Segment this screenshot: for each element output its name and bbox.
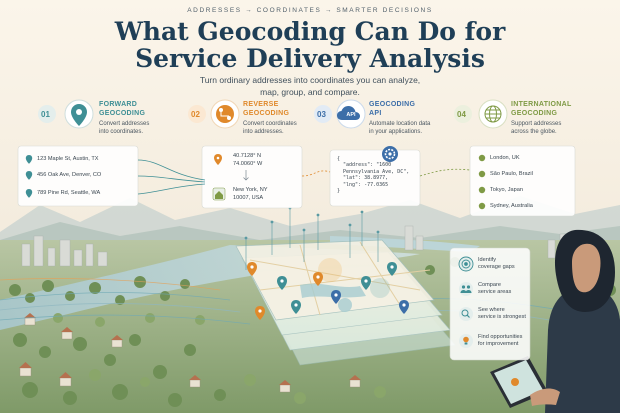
step-title: GEOCODING <box>243 110 290 117</box>
api-icon-label: API <box>346 112 356 118</box>
code-line: { <box>337 156 341 162</box>
benefit-line: Compare <box>478 282 502 288</box>
location-item: London, UK <box>490 155 520 161</box>
latitude-value: 40.7128° N <box>233 153 262 159</box>
step-description: across the globe. <box>511 129 557 135</box>
location-item: Sydney, Australia <box>490 203 533 209</box>
benefit-line: service areas <box>478 289 512 295</box>
map-pin-icon <box>71 104 87 126</box>
benefit-line: See where <box>478 307 505 313</box>
lightbulb-icon <box>459 334 473 348</box>
benefit-line: coverage gaps <box>478 264 515 270</box>
step-title: REVERSE <box>243 101 279 108</box>
step-number: 02 <box>191 110 200 119</box>
step-number: 03 <box>317 110 326 119</box>
step-description: Convert addresses <box>99 121 150 127</box>
step-description: Automate location data <box>369 121 431 127</box>
zip-value: 10007, USA <box>233 195 264 201</box>
location-pin-icon <box>478 154 486 210</box>
globe-icon <box>484 105 502 123</box>
benefit-line: service is strongest <box>478 314 526 320</box>
step-description: Support addresses <box>511 121 562 127</box>
code-line: "lat": 38.8977, <box>337 175 389 182</box>
code-line: "lng": -77.0365 <box>337 181 389 188</box>
address-item: 789 Pine Rd, Seattle, WA <box>37 190 101 196</box>
subtitle-line2: map, group, and compare. <box>260 87 360 97</box>
step-title: GEOCODING <box>99 110 146 117</box>
address-item: 456 Oak Ave, Denver, CO <box>37 172 102 178</box>
step-description: into coordinates. <box>99 129 144 135</box>
step-title: API <box>369 110 382 117</box>
kicker-text: ADDRESSES → COORDINATES → SMARTER DECISI… <box>187 7 433 14</box>
benefit-line: Find opportunities <box>478 334 523 340</box>
coordinate-pin-icon <box>214 154 222 165</box>
step-description: in your applications. <box>369 129 423 135</box>
longitude-value: 74.0060° W <box>233 161 263 167</box>
down-arrow-icon <box>243 170 249 181</box>
people-icon <box>459 282 473 296</box>
code-line: Pennsylvania Ave, DC", <box>337 168 410 175</box>
house-icon <box>212 187 226 201</box>
api-cloud-icon <box>337 106 360 120</box>
step-number: 01 <box>41 110 50 119</box>
subtitle-line1: Turn ordinary addresses into coordinates… <box>199 75 421 85</box>
magnifier-icon <box>459 307 473 321</box>
target-icon <box>458 256 474 272</box>
gear-icon <box>382 146 398 162</box>
benefit-line: Identify <box>478 257 497 263</box>
step-description: Convert coordinates <box>243 121 297 127</box>
location-item: Tokyo, Japan <box>490 187 523 193</box>
code-line: "address": "1600 <box>337 162 392 169</box>
step-title: INTERNATIONAL <box>511 101 572 108</box>
code-line: } <box>337 188 341 194</box>
step-title: GEOCODING <box>511 110 558 117</box>
page-title-line2: Service Delivery Analysis <box>135 44 485 73</box>
step-number: 04 <box>457 110 466 119</box>
route-icon <box>216 105 234 123</box>
address-pin-icon <box>25 155 33 198</box>
benefit-line: for improvement <box>478 341 519 347</box>
step-title: FORWARD <box>99 101 138 108</box>
address-item: 123 Maple St, Austin, TX <box>37 156 99 162</box>
city-value: New York, NY <box>233 187 268 193</box>
location-item: São Paulo, Brazil <box>490 171 533 177</box>
step-description: into addresses. <box>243 129 284 135</box>
step-title: GEOCODING <box>369 101 416 108</box>
page-title-line1: What Geocoding Can Do for <box>114 17 506 46</box>
